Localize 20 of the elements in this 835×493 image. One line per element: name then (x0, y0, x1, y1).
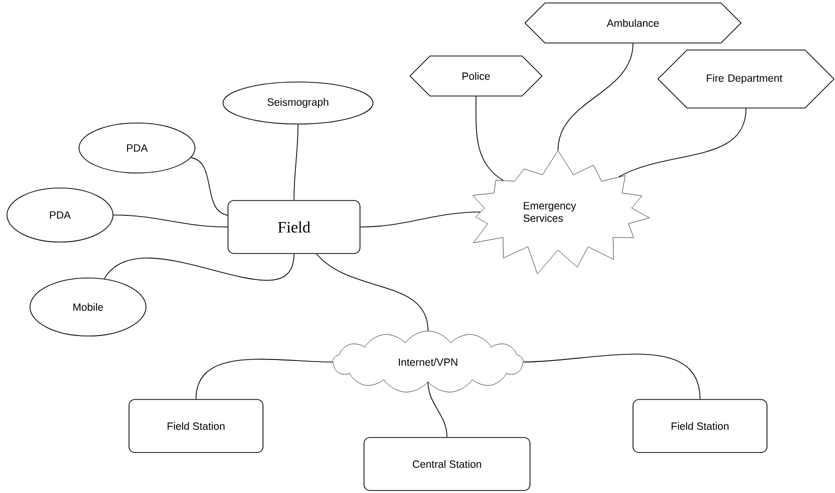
connector (196, 358, 333, 400)
connector (360, 212, 481, 228)
connector (294, 124, 298, 200)
rounded-box: Field (228, 200, 360, 254)
connector (476, 96, 504, 181)
connector (618, 108, 746, 178)
hexagon: Ambulance (524, 2, 742, 44)
hexagon: Fire Department (657, 50, 835, 108)
rounded-box: Central Station (364, 437, 530, 491)
hexagon: Police (409, 56, 543, 96)
starburst: Emergency Services (472, 150, 650, 274)
connector (558, 43, 634, 150)
connector (104, 254, 294, 281)
connector (113, 214, 228, 228)
connector (523, 354, 700, 400)
rounded-box: Field Station (632, 399, 768, 453)
connector (190, 157, 228, 216)
rounded-box: Field Station (128, 399, 264, 453)
connector (316, 254, 428, 332)
cloud: Internet/VPN (332, 330, 524, 392)
